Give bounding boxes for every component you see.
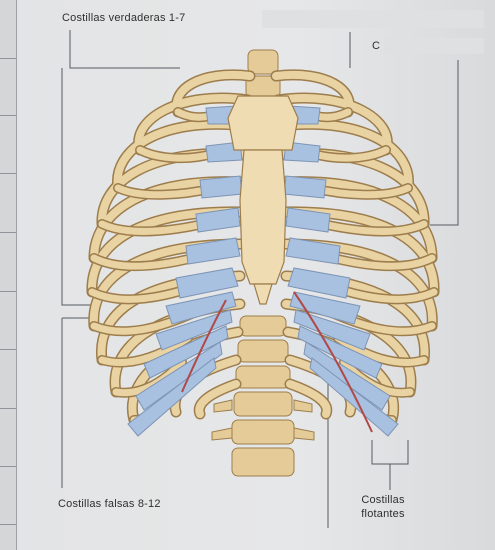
rib-cage-illustration [0,0,495,550]
